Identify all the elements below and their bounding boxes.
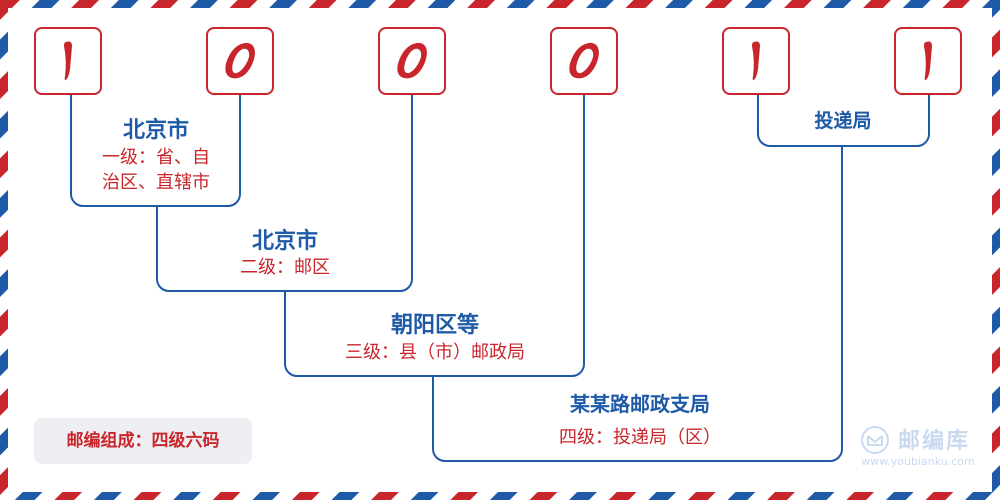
postcode-digit-5: 1 (722, 27, 790, 95)
brand-url: www.youbianku.com (861, 455, 975, 468)
level3-desc: 三级：县（市）邮政局 (345, 342, 525, 363)
level1-desc-line1: 一级：省、自 (102, 147, 210, 168)
level1-desc-line2: 治区、直辖市 (102, 172, 210, 193)
level5-title: 投递局 (814, 110, 872, 132)
level4-title: 某某路邮政支局 (570, 392, 710, 416)
level5-bracket (757, 95, 930, 147)
postcode-digit-1: 1 (34, 27, 102, 95)
level1-title: 北京市 (122, 117, 189, 143)
postcode-digit-6: 1 (894, 27, 962, 95)
level4-bracket (432, 146, 843, 462)
postcode-digit-3: 0 (378, 27, 446, 95)
postcode-digit-2: 0 (206, 27, 274, 95)
level2-desc: 二级：邮区 (240, 257, 330, 278)
brand-watermark: 邮编库 www.youbianku.com (856, 423, 980, 471)
postcode-digit-4: 0 (550, 27, 618, 95)
level1-bracket (70, 95, 241, 207)
level2-title: 北京市 (251, 228, 318, 254)
envelope-circle-icon (861, 426, 889, 454)
level3-bracket (284, 95, 585, 377)
composition-badge: 邮编组成：四级六码 (34, 418, 252, 464)
level4-desc: 四级：投递局（区） (559, 427, 721, 448)
level3-title: 朝阳区等 (390, 312, 479, 338)
brand-name: 邮编库 (898, 429, 971, 454)
